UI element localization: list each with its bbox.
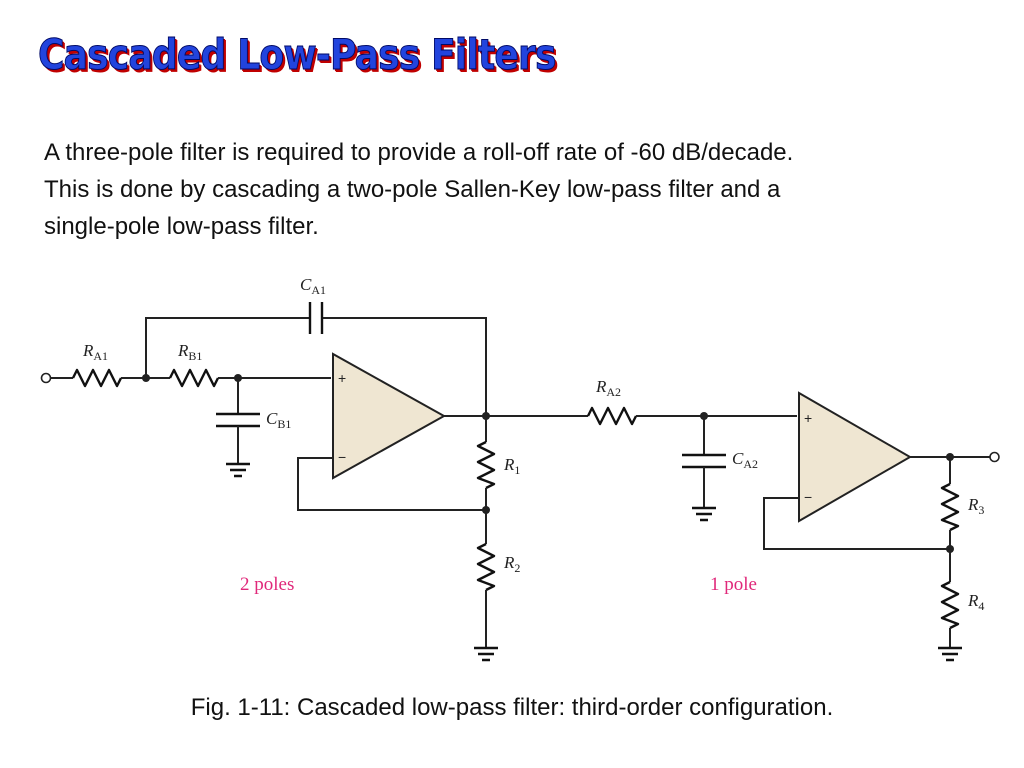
wire-fb2 [763, 497, 950, 550]
node-fb2 [946, 545, 954, 553]
intro-line-3: single-pole low-pass filter. [44, 213, 319, 240]
label-r3: R3 [967, 495, 984, 517]
resistor-rb1 [168, 368, 220, 388]
ground-r4 [938, 646, 962, 662]
label-ca2: CA2 [732, 449, 758, 471]
op-amp-2 [798, 391, 913, 523]
wire-ca1-left [145, 317, 309, 378]
label-cb1: CB1 [266, 409, 291, 431]
stage-1: + − CA1 RA1 RB1 CB1 R1 R2 2 poles [40, 275, 588, 662]
intro-paragraph: A three-pole filter is required to provi… [44, 134, 1004, 245]
resistor-ra1 [71, 368, 123, 388]
slide-title: Cascaded Low-Pass Filters [38, 30, 557, 80]
wire-ca1-right [323, 317, 487, 416]
intro-line-1: A three-pole filter is required to provi… [44, 139, 794, 166]
wire-fb1 [297, 457, 486, 511]
resistor-r3 [940, 482, 960, 532]
label-ra1: RA1 [82, 341, 108, 363]
op-amp-2-plus: + [804, 410, 812, 426]
resistor-r2 [476, 542, 496, 592]
capacitor-ca2 [682, 453, 726, 469]
label-r4: R4 [967, 591, 984, 613]
op-amp-2-minus: − [804, 489, 812, 505]
label-ra2: RA2 [595, 377, 621, 399]
intro-line-2: This is done by cascading a two-pole Sal… [44, 176, 781, 203]
ground-r2 [474, 646, 498, 662]
label-r1: R1 [503, 455, 520, 477]
capacitor-ca1 [308, 302, 324, 334]
capacitor-cb1 [216, 412, 260, 428]
ground-cb1 [226, 462, 250, 478]
stage-2-label: 1 pole [710, 574, 757, 595]
resistor-r4 [940, 580, 960, 630]
stage-1-label: 2 poles [240, 574, 294, 595]
circuit-diagram: + − CA1 RA1 RB1 CB1 R1 R2 2 poles + − [40, 275, 1000, 662]
resistor-ra2 [586, 406, 638, 426]
op-amp-1-minus: − [338, 449, 346, 465]
figure-caption: Fig. 1-11: Cascaded low-pass filter: thi… [190, 694, 834, 721]
input-terminal[interactable] [40, 372, 52, 384]
op-amp-1 [332, 352, 447, 480]
ground-ca2 [692, 506, 716, 522]
stage-2: + − RA2 CA2 R3 R4 1 pole [586, 377, 1000, 662]
label-ca1: CA1 [300, 275, 326, 297]
label-r2: R2 [503, 553, 520, 575]
output-terminal[interactable] [989, 451, 1000, 463]
node-fb1 [482, 506, 490, 514]
op-amp-1-plus: + [338, 370, 346, 386]
resistor-r1 [476, 440, 496, 490]
label-rb1: RB1 [177, 341, 202, 363]
